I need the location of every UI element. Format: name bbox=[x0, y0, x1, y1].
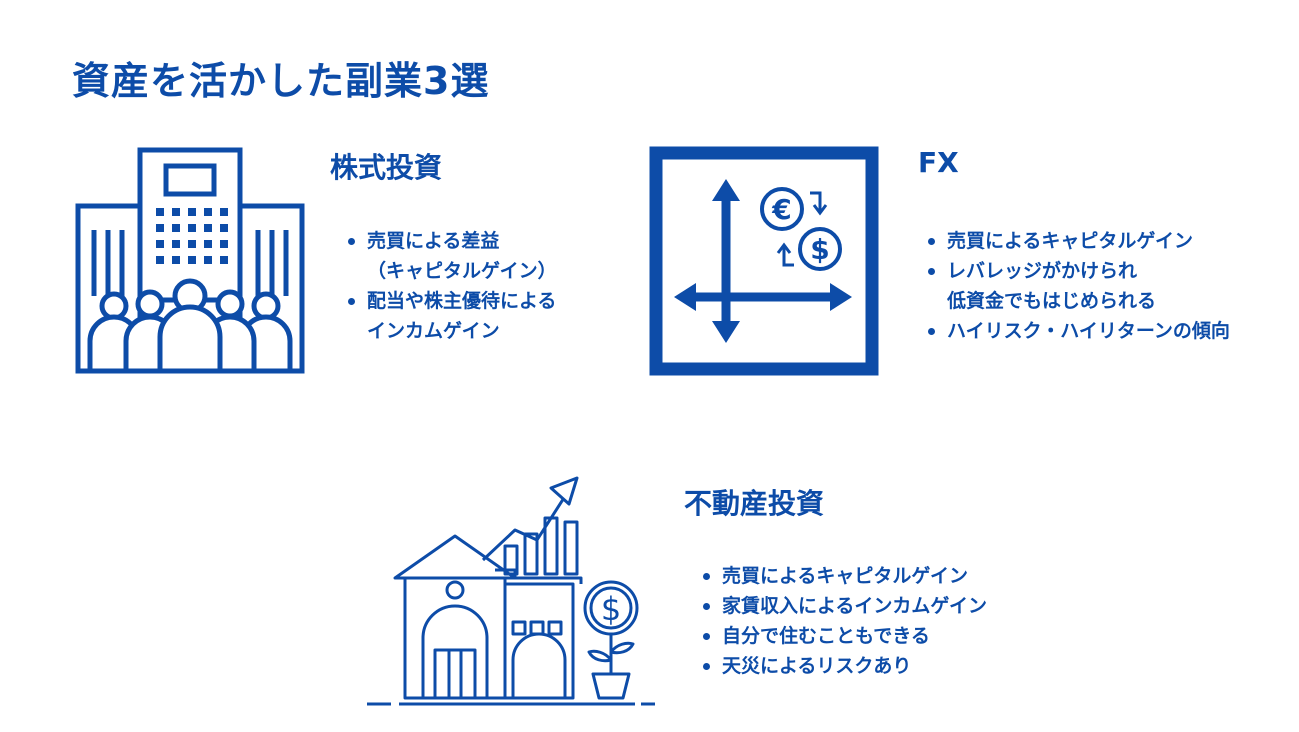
list-item: ハイリスク・ハイリターンの傾向 bbox=[925, 316, 1230, 346]
svg-text:$: $ bbox=[601, 590, 621, 628]
section-heading-real-estate: 不動産投資 bbox=[684, 487, 825, 520]
list-item: 家賃収入によるインカムゲイン bbox=[700, 591, 987, 621]
list-item: インカムゲイン bbox=[367, 320, 500, 342]
list-item: 売買によるキャピタルゲイン bbox=[925, 226, 1230, 256]
list-item: レバレッジがかけられ bbox=[925, 256, 1230, 286]
list-item: 自分で住むこともできる bbox=[700, 621, 987, 651]
list-item: 売買によるキャピタルゲイン bbox=[700, 561, 987, 591]
fx-bullet-list: 売買によるキャピタルゲイン レバレッジがかけられ 低資金でもはじめられる ハイリ… bbox=[925, 226, 1230, 346]
svg-text:$: $ bbox=[810, 233, 829, 266]
stocks-bullet-list: 売買による差益 （キャピタルゲイン） 配当や株主優待による インカムゲイン bbox=[345, 226, 557, 346]
page-title: 資産を活かした副業3選 bbox=[72, 59, 490, 103]
list-item: 低資金でもはじめられる bbox=[947, 290, 1157, 312]
list-item: 売買による差益 bbox=[345, 226, 557, 256]
office-building-people-icon bbox=[75, 147, 305, 374]
section-heading-stocks: 株式投資 bbox=[330, 151, 443, 184]
svg-text:€: € bbox=[771, 193, 791, 226]
real-estate-bullet-list: 売買によるキャピタルゲイン 家賃収入によるインカムゲイン 自分で住むこともできる… bbox=[700, 561, 987, 681]
list-item: 天災によるリスクあり bbox=[700, 651, 987, 681]
section-heading-fx: FX bbox=[918, 146, 959, 179]
house-growth-coin-icon: $ bbox=[367, 476, 655, 706]
currency-exchange-chart-icon: € $ bbox=[649, 146, 879, 376]
list-item: （キャピタルゲイン） bbox=[367, 260, 557, 282]
list-item: 配当や株主優待による bbox=[345, 286, 557, 316]
